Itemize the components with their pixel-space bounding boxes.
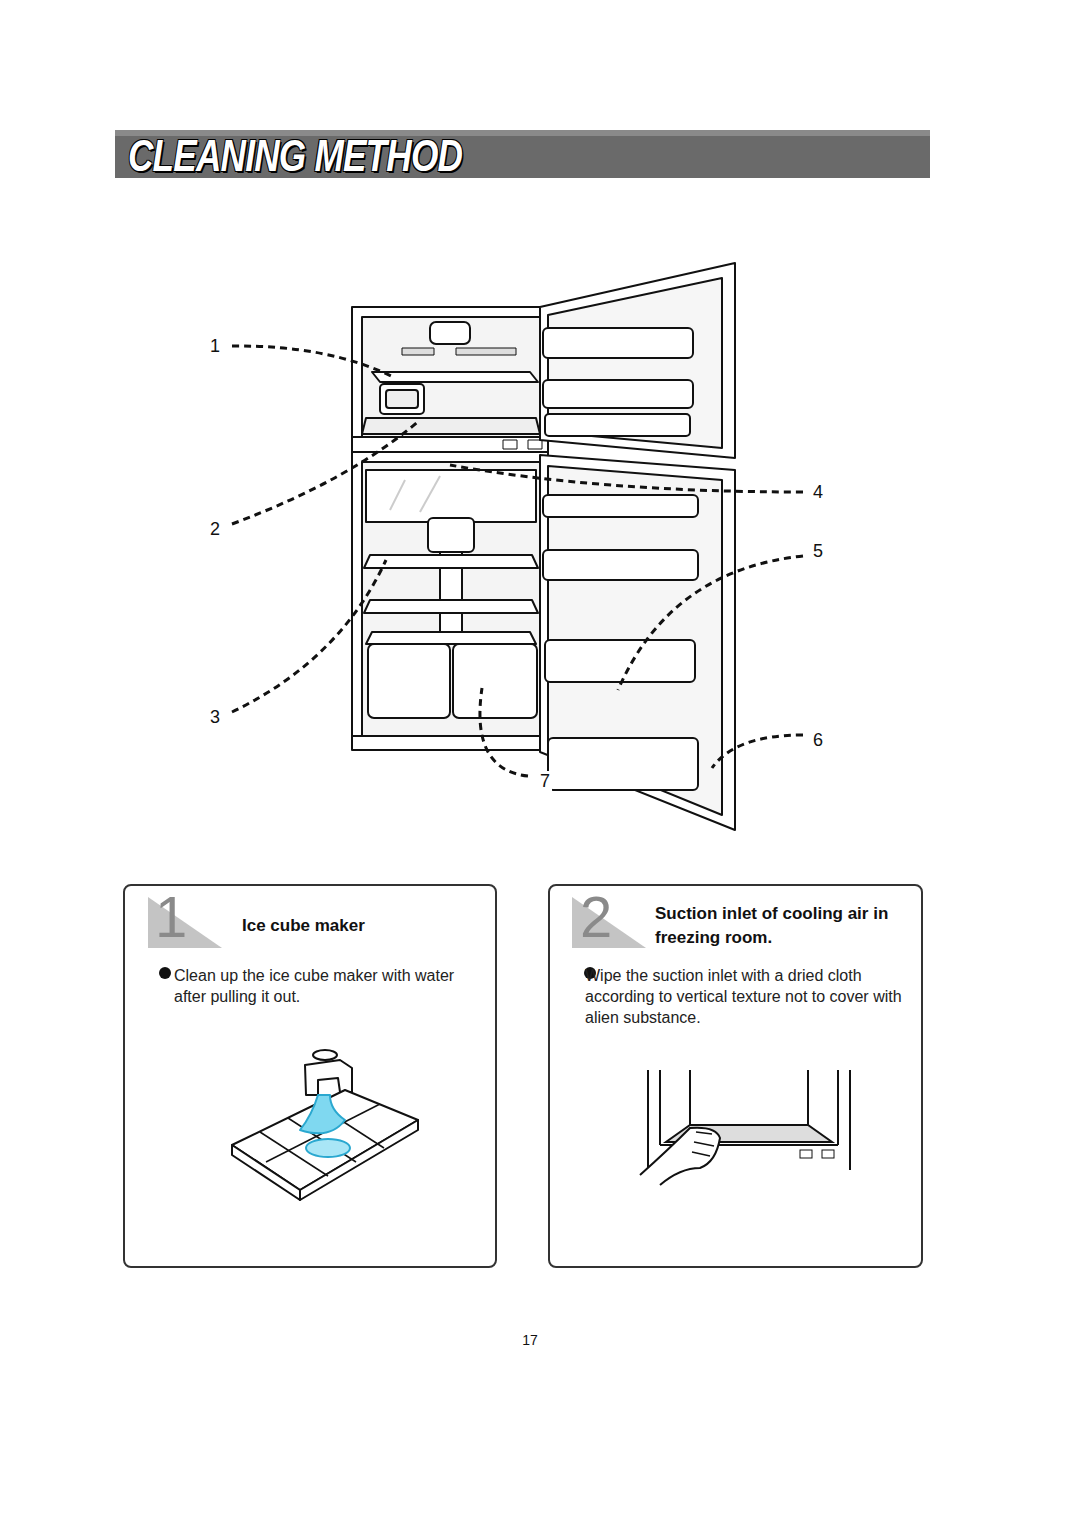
page-title: CLEANING METHOD	[128, 131, 462, 181]
callout-number: 7	[538, 771, 552, 792]
step-number: 2	[580, 888, 640, 946]
callout-number: 3	[208, 707, 222, 728]
step-instruction: Wipe the suction inlet with a dried clot…	[585, 965, 907, 1028]
step-heading: Suction inlet of cooling air in freezing…	[655, 902, 919, 950]
callout-number: 5	[811, 541, 825, 562]
refrigerator	[352, 263, 735, 830]
step-instruction: Clean up the ice cube maker with water a…	[174, 965, 486, 1007]
callout-number: 6	[811, 730, 825, 751]
instruction-panel: 2 Suction inlet of cooling air in freezin…	[548, 884, 923, 1268]
callout-number: 2	[208, 519, 222, 540]
bullet	[159, 967, 171, 979]
callout-number: 4	[811, 482, 825, 503]
ice-tray-illustration	[232, 1050, 418, 1200]
instruction-panel: 1 Ice cube makerClean up the ice cube mak…	[123, 884, 497, 1268]
wiping-illustration	[640, 1070, 850, 1185]
page-number: 17	[520, 1332, 540, 1348]
leader-lines	[232, 346, 803, 776]
callout-number: 1	[208, 336, 222, 357]
step-number: 1	[155, 888, 215, 946]
step-heading: Ice cube maker	[242, 914, 482, 938]
